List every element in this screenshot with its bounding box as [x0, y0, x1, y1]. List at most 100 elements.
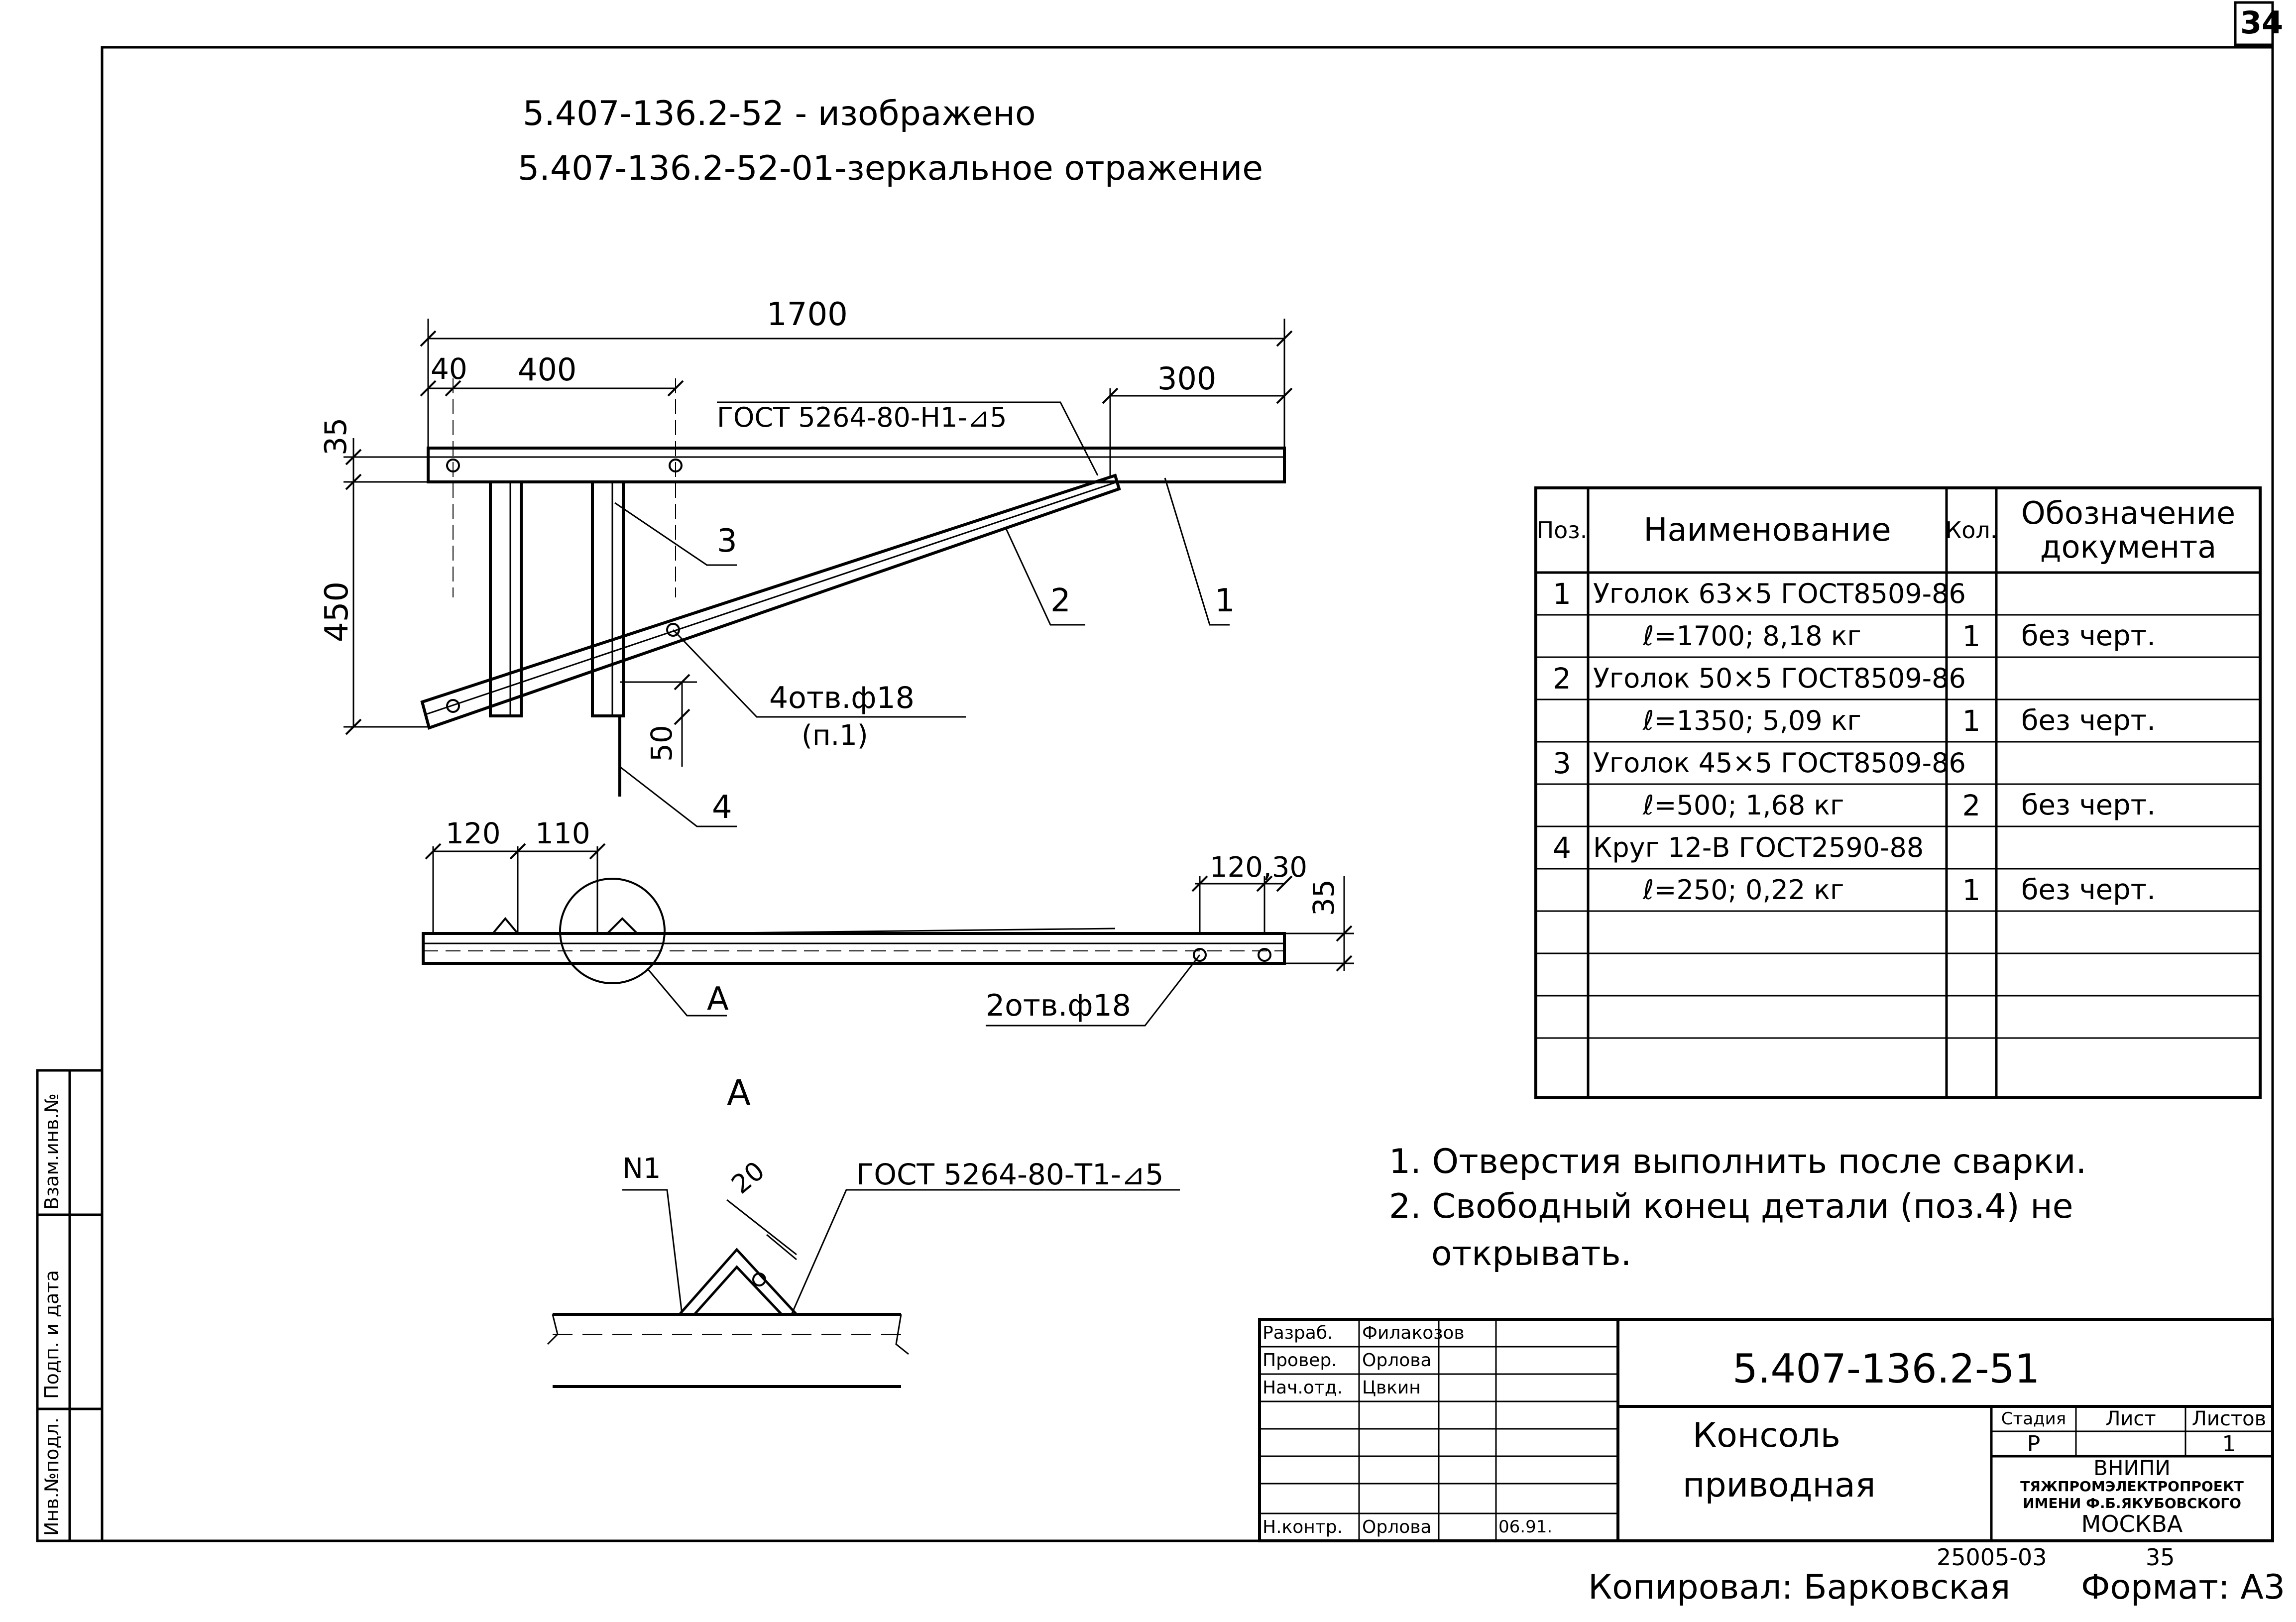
- spec-cell: [1947, 826, 1996, 869]
- title-stage-value: Р: [2027, 1431, 2041, 1457]
- spec-cell: 1: [1962, 873, 1981, 907]
- sheet-number-box: [2234, 1, 2274, 46]
- dim-110: 110: [535, 816, 590, 850]
- spec-cell: [1996, 953, 2260, 996]
- spec-header-name: Наименование: [1643, 512, 1891, 549]
- front-view: [344, 319, 1293, 827]
- spec-cell: [1536, 911, 1588, 953]
- spec-header-qty: Кол.: [1945, 517, 1998, 544]
- footer-format: Формат: А3: [2081, 1568, 2286, 1607]
- spec-cell: [1947, 657, 1996, 699]
- detail-title: А: [727, 1072, 751, 1113]
- dim-300: 300: [1157, 360, 1217, 397]
- weld-note-front: ГОСТ 5264-80-Н1-⊿5: [717, 402, 1007, 433]
- footer-page-number: 35: [2146, 1544, 2175, 1571]
- title-stage-header: Стадия: [2001, 1409, 2066, 1429]
- holes-note-front: (п.1): [802, 719, 868, 752]
- sheet-number: 34: [2240, 4, 2284, 41]
- title-sheet-header: Лист: [2105, 1407, 2156, 1430]
- spec-cell: [1996, 742, 2260, 784]
- org-line-4: МОСКВА: [2081, 1510, 2183, 1537]
- title-person-name: Орлова: [1362, 1517, 1432, 1537]
- spec-cell: Уголок 45×5 ГОСТ8509-86: [1593, 747, 1966, 779]
- spec-cell: [1536, 953, 1588, 996]
- dim-35-right: 35: [1307, 879, 1341, 916]
- position-2-label: 2: [1050, 582, 1071, 619]
- spec-cell: ℓ=250; 0,22 кг: [1643, 874, 1844, 906]
- detail-a: [547, 1189, 1180, 1388]
- spec-cell: [1947, 573, 1996, 615]
- org-line-1: ВНИПИ: [2093, 1455, 2171, 1480]
- holes-label-front: 4отв.ф18: [769, 681, 915, 715]
- spec-cell: [1536, 784, 1588, 826]
- note-2-continued: открывать.: [1431, 1234, 1632, 1274]
- callout-a: А: [707, 981, 729, 1018]
- title-sheets-value: 1: [2222, 1431, 2236, 1457]
- spec-cell: ℓ=500; 1,68 кг: [1643, 790, 1844, 821]
- spec-cell: 4: [1553, 830, 1571, 865]
- spec-cell: [1536, 615, 1588, 657]
- title-date: 06.91.: [1498, 1517, 1553, 1537]
- spec-cell: 3: [1553, 746, 1571, 780]
- spec-cell: без черт.: [2021, 874, 2156, 906]
- spec-cell: [1996, 911, 2260, 953]
- spec-table-lines: [1534, 486, 2262, 1099]
- spec-cell: 1: [1962, 703, 1981, 738]
- spec-cell: [1947, 911, 1996, 953]
- dim-35-left: 35: [319, 417, 353, 456]
- sheet-frame: [101, 46, 2274, 1542]
- spec-cell: [1536, 996, 1588, 1038]
- title-role: Провер.: [1263, 1350, 1337, 1371]
- weld-note-detail: ГОСТ 5264-80-Т1-⊿5: [856, 1158, 1164, 1191]
- spec-cell: [1996, 826, 2260, 869]
- stamp-inv-original: Инв.№подл.: [41, 1417, 63, 1536]
- spec-cell: [1588, 996, 1947, 1038]
- spec-cell: [1536, 699, 1588, 742]
- spec-header-doc-text: Обозначение документа: [2021, 494, 2236, 565]
- title-role: [1260, 1456, 1359, 1484]
- title-sheets-header: Листов: [2191, 1407, 2267, 1430]
- spec-cell: [1588, 911, 1947, 953]
- title-person-name: Цвкин: [1362, 1378, 1421, 1398]
- footer-order-number: 25005-03: [1937, 1544, 2047, 1571]
- spec-cell: [1947, 953, 1996, 996]
- spec-cell: без черт.: [2021, 789, 2156, 821]
- title-role: Разраб.: [1263, 1323, 1333, 1343]
- header-line-2: 5.407-136.2-52-01-зеркальное отражение: [518, 149, 1263, 188]
- org-line-2: ТЯЖПРОМЭЛЕКТРОПРОЕКТ: [2020, 1478, 2244, 1495]
- dim-450: 450: [319, 581, 355, 642]
- spec-cell: [1536, 1038, 1588, 1080]
- dim-120-30: 120,30: [1210, 851, 1307, 884]
- position-3-label: 3: [717, 523, 737, 560]
- spec-cell: 2: [1553, 661, 1571, 695]
- title-name-line-1: Консоль: [1693, 1416, 1840, 1455]
- spec-cell: [1996, 996, 2260, 1038]
- spec-cell: Уголок 63×5 ГОСТ8509-86: [1593, 578, 1966, 609]
- plan-view: [422, 843, 1354, 1027]
- spec-cell: [1588, 953, 1947, 996]
- spec-header-pos: Поз.: [1536, 517, 1588, 544]
- org-line-3: ИМЕНИ Ф.Б.ЯКУБОВСКОГО: [2023, 1495, 2241, 1511]
- position-4-label: 4: [712, 789, 732, 826]
- title-person-name: [1359, 1401, 1439, 1429]
- spec-cell: ℓ=1700; 8,18 кг: [1643, 620, 1861, 652]
- spec-cell: Уголок 50×5 ГОСТ8509-86: [1593, 663, 1966, 694]
- title-role: [1260, 1401, 1359, 1429]
- position-1-label: 1: [1215, 582, 1235, 619]
- title-person-name: Филакозов: [1362, 1323, 1465, 1343]
- title-person-name: Орлова: [1362, 1350, 1432, 1371]
- dim-400: 400: [518, 351, 577, 388]
- header-line-1: 5.407-136.2-52 - изображено: [523, 94, 1036, 133]
- detail-leg-label: N1: [622, 1153, 661, 1185]
- footer-copied-by: Копировал: Барковская: [1588, 1568, 2011, 1607]
- note-2: 2. Свободный конец детали (поз.4) не: [1389, 1187, 2073, 1226]
- spec-cell: 2: [1962, 788, 1981, 822]
- spec-cell: 1: [1962, 619, 1981, 653]
- title-role: Н.контр.: [1263, 1517, 1343, 1537]
- spec-cell: [1996, 657, 2260, 699]
- title-name-line-2: приводная: [1683, 1466, 1876, 1505]
- dim-1700: 1700: [767, 296, 848, 333]
- spec-cell: [1947, 996, 1996, 1038]
- spec-cell: без черт.: [2021, 704, 2156, 737]
- spec-cell: [1996, 1038, 2260, 1080]
